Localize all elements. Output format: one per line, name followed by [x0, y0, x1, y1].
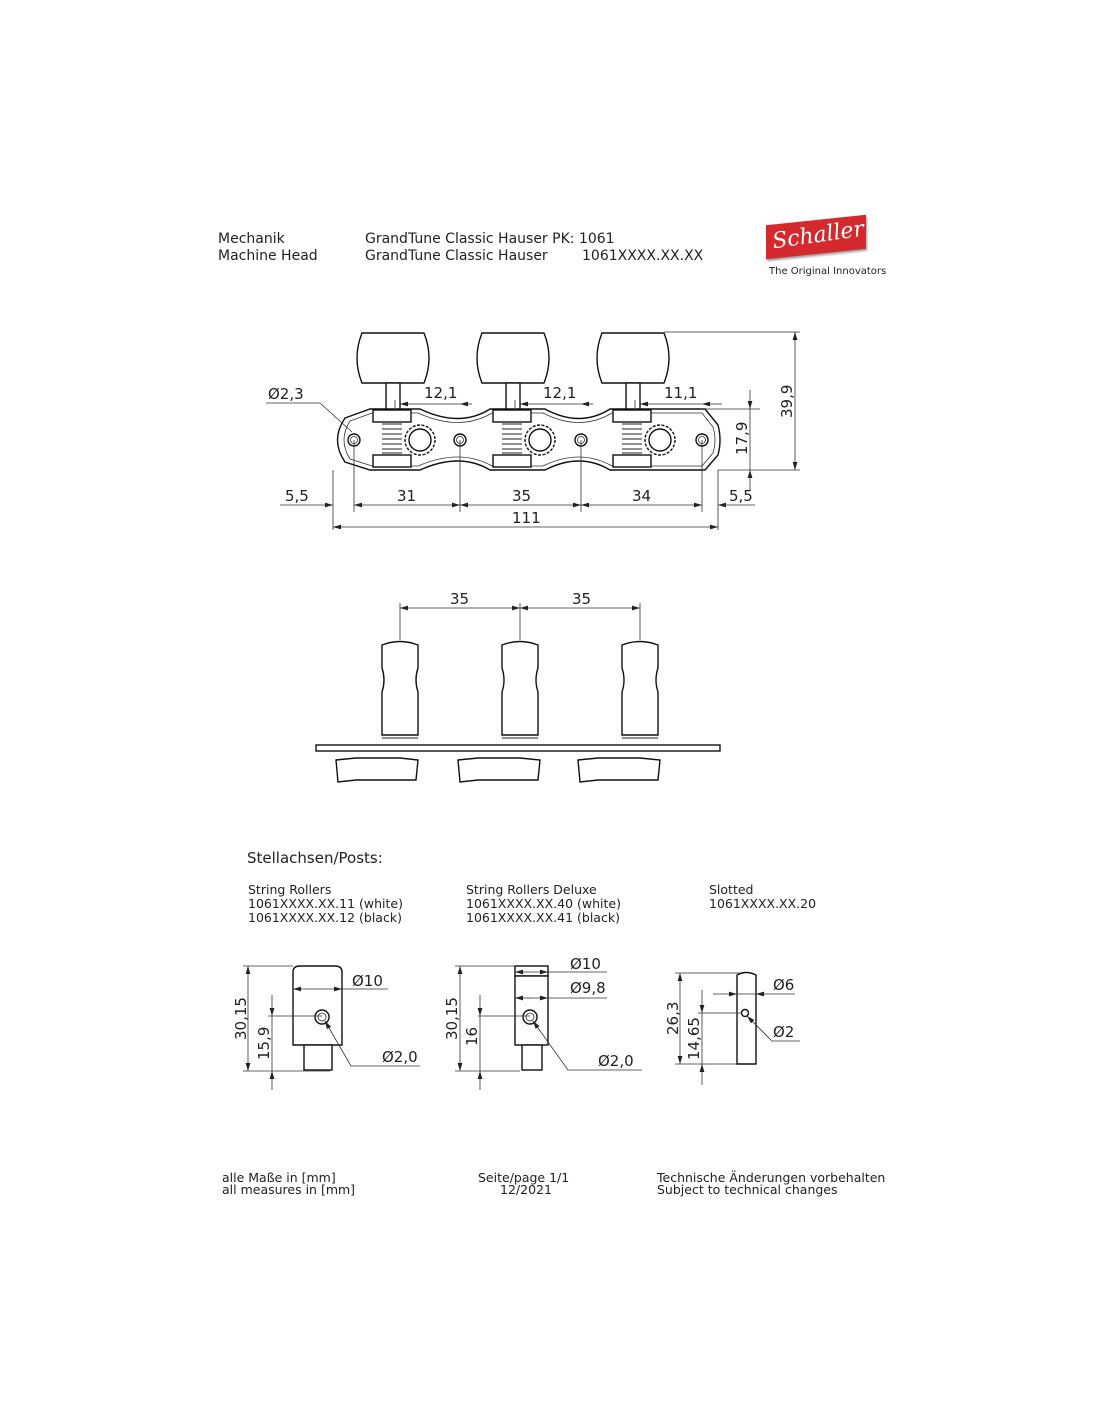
dim-post-spacing-2: 35	[572, 590, 591, 608]
dim-offset-2: 12,1	[543, 384, 576, 402]
dim-plate-height: 17,9	[733, 422, 751, 455]
post-type-name: String Rollers Deluxe	[466, 882, 597, 897]
logo-tagline: The Original Innovators	[769, 266, 887, 277]
post-type-code: 1061XXXX.XX.12 (black)	[248, 910, 402, 925]
dim-offset-1: 12,1	[424, 384, 457, 402]
worm-gear	[372, 409, 676, 468]
dim-hole-dia: Ø2,3	[268, 385, 304, 403]
dim-hole-height: 14,65	[685, 1017, 703, 1060]
post-string-rollers: 30,15 15,9 Ø10 Ø2,0	[232, 965, 420, 1090]
post-type-name: Slotted	[709, 882, 754, 897]
post-type-code: 1061XXXX.XX.40 (white)	[466, 896, 621, 911]
post-type-name: String Rollers	[248, 882, 332, 897]
dim-spacing-2: 35	[512, 487, 531, 505]
product-en: GrandTune Classic Hauser	[365, 248, 548, 264]
dim-hole-dia: Ø2,0	[382, 1048, 418, 1066]
page-number: Seite/page 1/1	[478, 1170, 570, 1185]
dim-edge-right: 5,5	[729, 487, 753, 505]
dim-hole-height: 15,9	[255, 1027, 273, 1060]
dim-height: 30,15	[232, 997, 250, 1040]
dim-dia-body: Ø9,8	[570, 979, 606, 997]
side-plate	[315, 744, 721, 752]
brand-logo: Schaller The Original Innovators	[764, 214, 886, 277]
post-string-rollers-deluxe: 30,15 16 Ø10 Ø9,8 Ø2,0	[443, 955, 642, 1090]
note-en: Subject to technical changes	[657, 1182, 838, 1197]
top-view: Ø2,3 12,1 12,1 11,1 5,5 31 35 34 5,5 111…	[266, 331, 800, 530]
dim-total-height: 39,9	[778, 385, 796, 418]
dim-spacing-1: 31	[397, 487, 416, 505]
dim-post-spacing-1: 35	[450, 590, 469, 608]
dim-height: 30,15	[443, 997, 461, 1040]
button	[335, 757, 661, 783]
posts-title: Stellachsen/Posts:	[247, 849, 383, 867]
dim-length-total: 111	[512, 509, 541, 527]
post-type-code: 1061XXXX.XX.11 (white)	[248, 896, 403, 911]
post-type-code: 1061XXXX.XX.41 (black)	[466, 910, 620, 925]
article-number: 1061XXXX.XX.XX	[582, 248, 704, 264]
label-en: Machine Head	[218, 248, 318, 264]
dim-dia-top: Ø10	[570, 955, 601, 973]
post	[381, 640, 659, 739]
units-de: alle Maße in [mm]	[222, 1170, 336, 1185]
post-type-code: 1061XXXX.XX.20	[709, 896, 817, 911]
dim-offset-3: 11,1	[664, 384, 697, 402]
dim-dia-top: Ø10	[352, 972, 383, 990]
date: 12/2021	[500, 1182, 552, 1197]
dim-hole-dia: Ø2	[773, 1023, 794, 1041]
dim-dia-top: Ø6	[773, 976, 794, 994]
dim-edge-left: 5,5	[285, 487, 309, 505]
units-en: all measures in [mm]	[222, 1182, 356, 1197]
label-de: Mechanik	[218, 231, 285, 247]
post-slotted: 26,3 14,65 Ø6 Ø2	[664, 971, 800, 1085]
dim-hole-dia: Ø2,0	[598, 1052, 634, 1070]
product-de: GrandTune Classic Hauser PK: 1061	[365, 231, 615, 247]
note-de: Technische Änderungen vorbehalten	[657, 1170, 886, 1185]
dim-hole-height: 16	[463, 1027, 481, 1046]
side-view: 35 35	[315, 590, 721, 783]
dim-height: 26,3	[664, 1002, 682, 1035]
knob	[356, 332, 670, 384]
dim-spacing-3: 34	[632, 487, 651, 505]
